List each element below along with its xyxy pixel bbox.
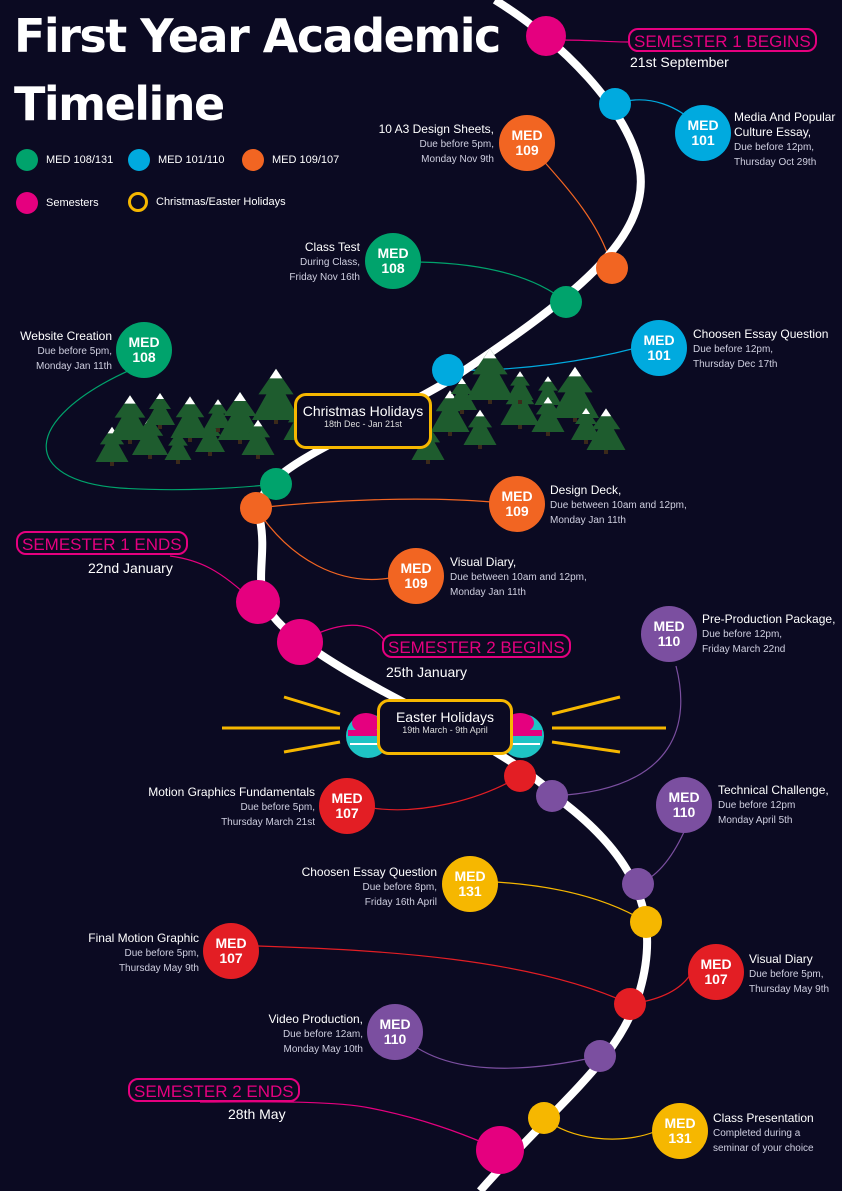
- semester-label: SEMESTER 1 ENDS: [16, 531, 188, 555]
- pine-tree-icon: [430, 390, 470, 436]
- legend-item: MED 108/131: [16, 149, 113, 171]
- semester-label: SEMESTER 1 BEGINS: [628, 28, 817, 52]
- semester-date: 22nd January: [88, 560, 173, 576]
- holiday-dates: 19th March - 9th April: [402, 725, 488, 735]
- title-line-1: First Year Academic: [14, 9, 501, 63]
- pine-tree-icon: [571, 408, 601, 444]
- semester-date: 21st September: [630, 54, 729, 70]
- legend-label: MED 101/110: [158, 154, 225, 166]
- semester-label: SEMESTER 2 ENDS: [128, 1078, 300, 1102]
- path-node: [599, 88, 631, 120]
- path-nodes: [236, 16, 662, 1174]
- semester-date: 28th May: [228, 1106, 286, 1122]
- semester-label: SEMESTER 2 BEGINS: [382, 634, 571, 658]
- event-caption: Website Creation Due before 5pm,Monday J…: [20, 329, 112, 372]
- event-caption: Motion Graphics Fundamentals Due before …: [148, 785, 315, 828]
- path-node: [584, 1040, 616, 1072]
- path-node: [630, 906, 662, 938]
- holiday-dates: 18th Dec - Jan 21st: [323, 419, 403, 429]
- legend-dot-icon: [16, 149, 38, 171]
- holiday-title: Easter Holidays: [395, 709, 495, 725]
- easter-rays: [222, 695, 666, 754]
- legend-ring-icon: [128, 192, 148, 212]
- page-title: First Year Academic Timeline: [14, 2, 501, 138]
- legend-label: MED 109/107: [272, 154, 340, 166]
- legend-dot-icon: [242, 149, 264, 171]
- event-caption: Video Production, Due before 12am,Monday…: [268, 1012, 363, 1055]
- semester-node: [236, 580, 280, 624]
- title-line-2: Timeline: [14, 77, 225, 131]
- path-node: [596, 252, 628, 284]
- pine-tree-icon: [447, 378, 477, 414]
- legend-dot-icon: [128, 149, 150, 171]
- legend-label: MED 108/131: [46, 154, 114, 166]
- legend-dot-icon: [16, 192, 38, 214]
- christmas-holiday-box: Christmas Holidays 18th Dec - Jan 21st: [294, 393, 432, 449]
- pine-tree-icon: [506, 371, 534, 404]
- path-node: [260, 468, 292, 500]
- event-caption: Choosen Essay Question Due before 8pm,Fr…: [301, 865, 437, 908]
- path-node: [240, 492, 272, 524]
- pine-tree-icon: [466, 348, 514, 404]
- path-node: [614, 988, 646, 1020]
- event-caption: Visual Diary Due before 5pm,Thursday May…: [749, 952, 830, 995]
- path-node: [536, 780, 568, 812]
- pine-tree-icon: [170, 396, 210, 442]
- event-caption: Final Motion Graphic Due before 5pm,Thur…: [88, 931, 199, 974]
- legend-item: MED 109/107: [242, 149, 339, 171]
- legend-item: MED 101/110: [128, 149, 224, 171]
- pine-tree-icon: [531, 396, 565, 436]
- path-node: [528, 1102, 560, 1134]
- pine-tree-icon: [252, 368, 300, 424]
- legend-label: Semesters: [46, 197, 99, 209]
- pine-tree-icon: [241, 419, 275, 459]
- event-caption: Class Test During Class,Friday Nov 16th: [289, 240, 360, 283]
- event-caption: Choosen Essay Question Due before 12pm,T…: [693, 327, 829, 370]
- pine-tree-icon: [204, 399, 232, 432]
- legend-item: Semesters: [16, 192, 99, 214]
- event-caption: 10 A3 Design Sheets, Due before 5pm,Mond…: [378, 122, 494, 165]
- easter-holiday-box: Easter Holidays 19th March - 9th April: [377, 699, 513, 755]
- semester-node: [476, 1126, 524, 1174]
- event-caption: Pre-Production Package, Due before 12pm,…: [702, 612, 836, 655]
- pine-tree-icon: [551, 366, 599, 422]
- pine-tree-icon: [217, 392, 263, 444]
- event-caption: Design Deck, Due between 10am and 12pm,M…: [550, 483, 687, 526]
- path-node: [622, 868, 654, 900]
- holiday-title: Christmas Holidays: [302, 403, 424, 419]
- pine-tree-icon: [463, 409, 497, 449]
- semester-node: [526, 16, 566, 56]
- semester-node: [277, 619, 323, 665]
- path-node: [504, 760, 536, 792]
- path-node: [550, 286, 582, 318]
- pine-tree-icon: [109, 395, 151, 444]
- tree-group: [95, 348, 626, 466]
- event-caption: Visual Diary, Due between 10am and 12pm,…: [450, 555, 587, 598]
- semester-date: 25th January: [386, 664, 467, 680]
- connector-lines: [45, 39, 699, 1151]
- legend-label: Christmas/Easter Holidays: [156, 196, 286, 208]
- path-node: [432, 354, 464, 386]
- legend-item: Christmas/Easter Holidays: [128, 192, 286, 212]
- pine-tree-icon: [145, 393, 175, 429]
